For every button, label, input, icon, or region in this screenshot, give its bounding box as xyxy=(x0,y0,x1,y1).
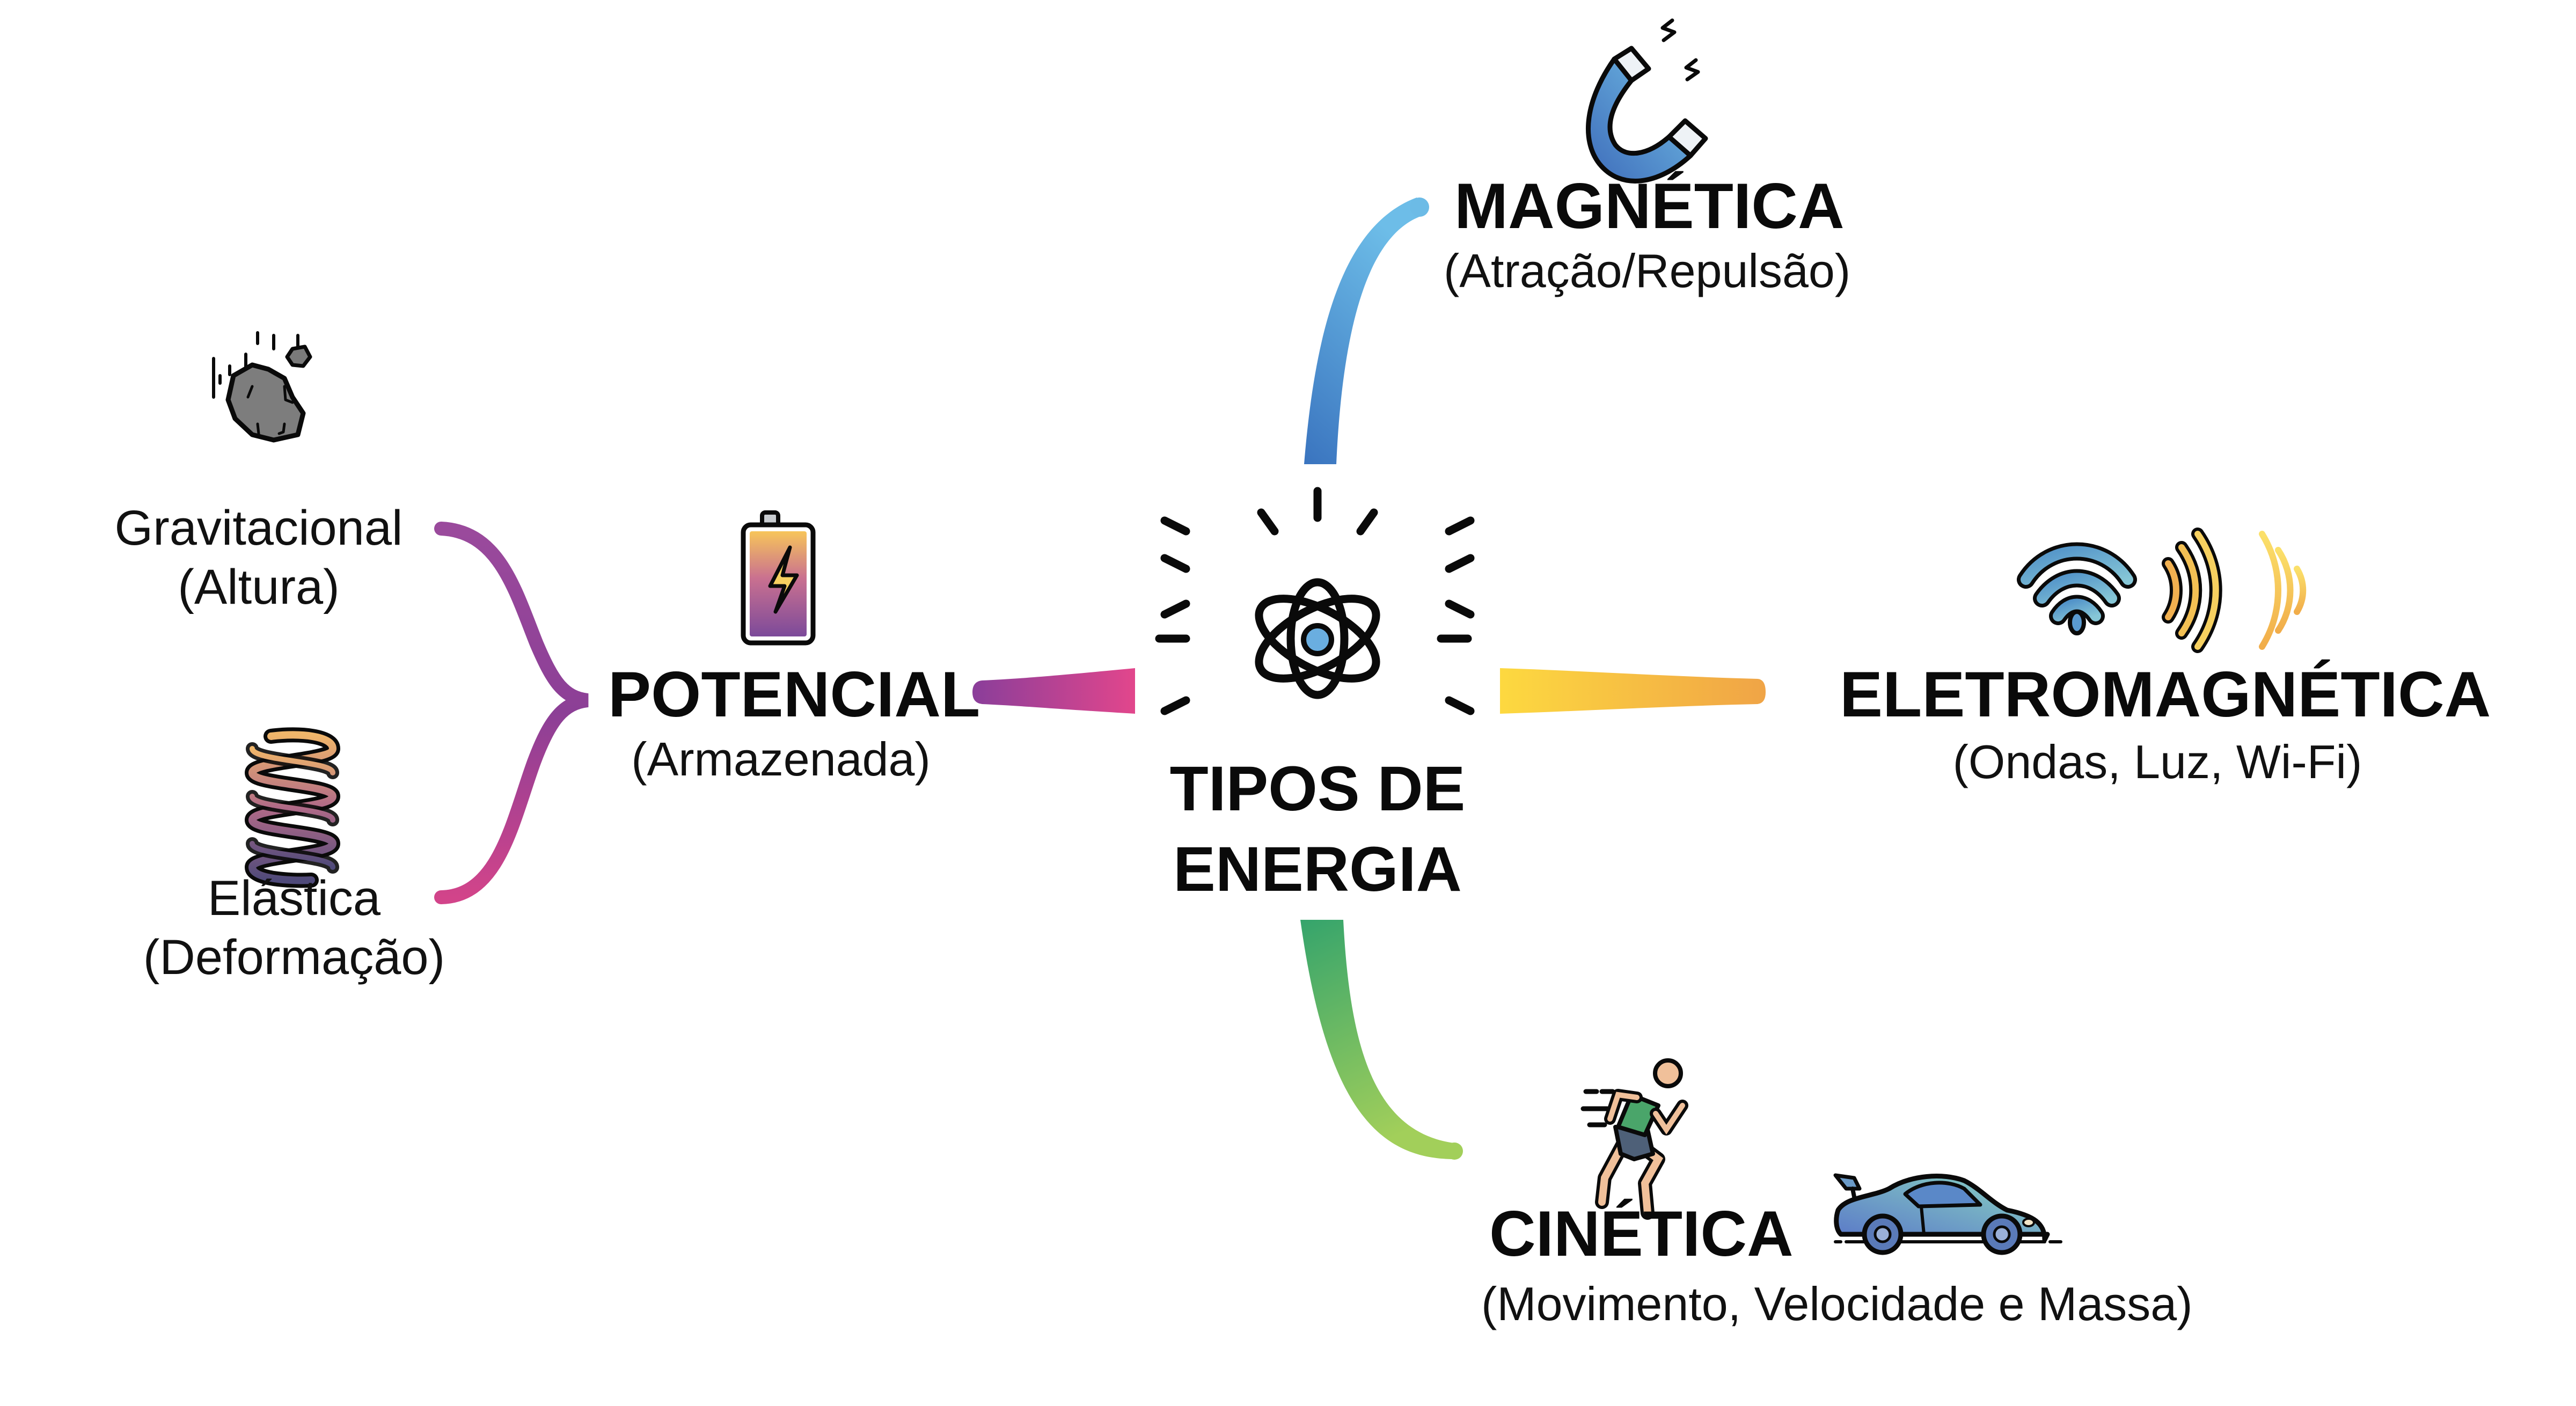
cinetica-subtitle: (Movimento, Velocidade e Massa) xyxy=(1481,1277,2193,1330)
branch-connector-cinetica xyxy=(1300,920,1463,1160)
central-title-line1: TIPOS DE xyxy=(1170,753,1466,824)
elastica-subtitle: (Deformação) xyxy=(143,930,445,985)
magnetica-title: MAGNÉTICA xyxy=(1454,170,1845,242)
gravitacional-title: Gravitacional xyxy=(115,501,403,555)
potencial-title: POTENCIAL xyxy=(608,658,980,730)
node-eletromagnetica: ELETROMAGNÉTICA (Ondas, Luz, Wi-Fi) xyxy=(1840,528,2491,788)
branch-connector-magnetica xyxy=(1304,197,1429,464)
branch-connector-eletromagnetica xyxy=(1500,668,1766,714)
eletromagnetica-title: ELETROMAGNÉTICA xyxy=(1840,658,2491,730)
branch-connector-potencial xyxy=(972,668,1135,714)
magnet-icon xyxy=(1585,18,1708,184)
wifi-waves-icon xyxy=(2017,528,2307,653)
node-gravitacional: Gravitacional (Altura) xyxy=(115,331,403,614)
central-title-line2: ENERGIA xyxy=(1173,834,1462,905)
gravitacional-subtitle: (Altura) xyxy=(178,560,340,614)
node-elastica: Elástica (Deformação) xyxy=(143,727,445,985)
node-magnetica: MAGNÉTICA (Atração/Repulsão) xyxy=(1444,18,1850,297)
magnetica-subtitle: (Atração/Repulsão) xyxy=(1444,244,1850,297)
potencial-subtitle: (Armazenada) xyxy=(631,733,931,786)
eletromagnetica-subtitle: (Ondas, Luz, Wi-Fi) xyxy=(1953,735,2362,788)
atom-icon xyxy=(1155,487,1475,715)
spring-icon xyxy=(244,727,341,888)
sports-car-icon xyxy=(1833,1173,2062,1255)
brace-connector-potencial-children xyxy=(434,522,589,904)
elastica-title: Elástica xyxy=(208,871,381,926)
node-potencial: POTENCIAL (Armazenada) xyxy=(608,510,980,786)
atom-nucleus xyxy=(1301,623,1334,656)
node-cinetica: CINÉTICA (Movimento, Velocidade e Massa) xyxy=(1481,1058,2193,1330)
cinetica-title: CINÉTICA xyxy=(1489,1198,1794,1270)
falling-rock-icon xyxy=(212,331,312,443)
runner-icon xyxy=(1580,1058,1688,1220)
battery-icon xyxy=(741,510,816,646)
central-node: TIPOS DE ENERGIA xyxy=(1155,487,1475,905)
